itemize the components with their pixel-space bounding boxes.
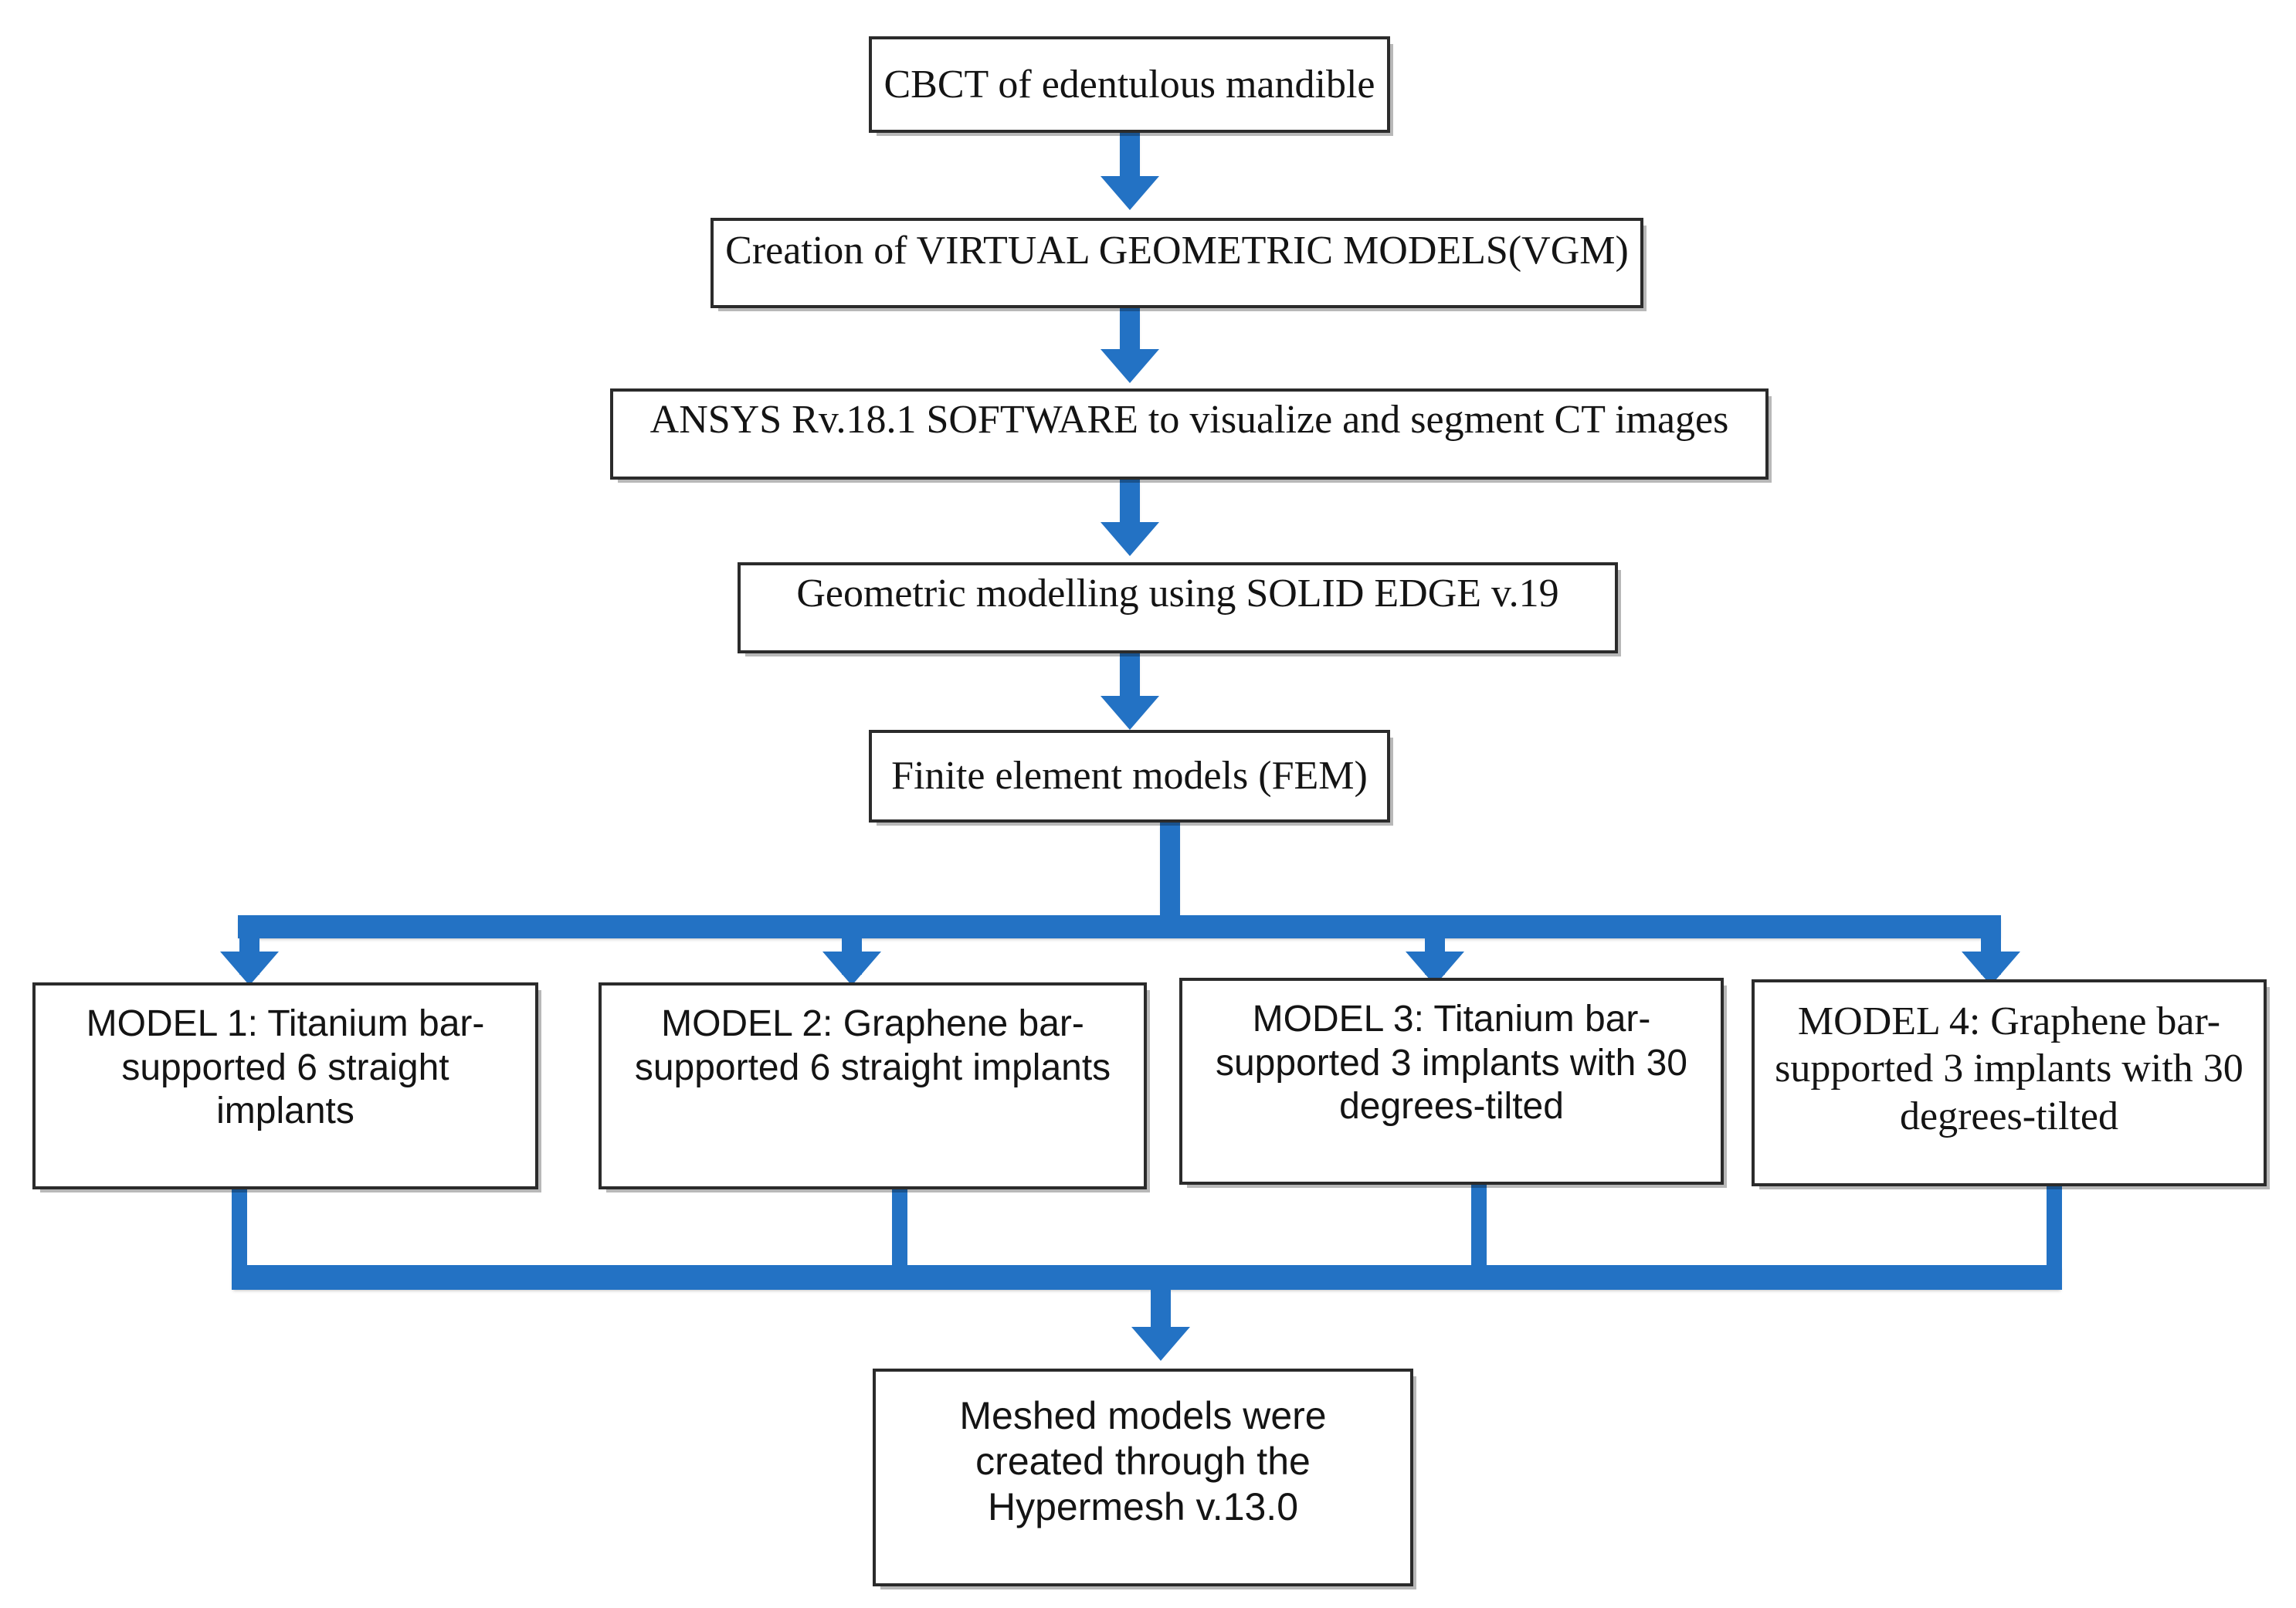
node-model-2: MODEL 2: Graphene bar-supported 6 straig… bbox=[599, 982, 1147, 1189]
node-solid-edge: Geometric modelling using SOLID EDGE v.1… bbox=[738, 562, 1618, 653]
node-ansys-label: ANSYS Rv.18.1 SOFTWARE to visualize and … bbox=[649, 398, 1729, 442]
node-model-4-label: MODEL 4: Graphene bar-supported 3 implan… bbox=[1775, 999, 2243, 1138]
node-solid-edge-label: Geometric modelling using SOLID EDGE v.1… bbox=[796, 572, 1559, 616]
node-ansys: ANSYS Rv.18.1 SOFTWARE to visualize and … bbox=[610, 388, 1769, 480]
node-vgm: Creation of VIRTUAL GEOMETRIC MODELS(VGM… bbox=[711, 218, 1643, 308]
node-fem-label: Finite element models (FEM) bbox=[891, 754, 1368, 799]
node-vgm-label: Creation of VIRTUAL GEOMETRIC MODELS(VGM… bbox=[725, 229, 1629, 273]
node-fem: Finite element models (FEM) bbox=[869, 730, 1390, 823]
node-model-1-label: MODEL 1: Titanium bar-supported 6 straig… bbox=[86, 1003, 485, 1132]
node-model-3-label: MODEL 3: Titanium bar-supported 3 implan… bbox=[1215, 999, 1687, 1128]
node-meshed-models-label: Meshed models were created through the H… bbox=[959, 1394, 1327, 1528]
node-cbct-label: CBCT of edentulous mandible bbox=[883, 62, 1375, 107]
node-model-4: MODEL 4: Graphene bar-supported 3 implan… bbox=[1752, 979, 2267, 1186]
node-cbct: CBCT of edentulous mandible bbox=[869, 36, 1390, 133]
node-model-2-label: MODEL 2: Graphene bar-supported 6 straig… bbox=[634, 1003, 1111, 1088]
node-model-3: MODEL 3: Titanium bar-supported 3 implan… bbox=[1179, 978, 1724, 1185]
node-model-1: MODEL 1: Titanium bar-supported 6 straig… bbox=[32, 982, 538, 1189]
node-meshed-models: Meshed models were created through the H… bbox=[873, 1369, 1413, 1586]
